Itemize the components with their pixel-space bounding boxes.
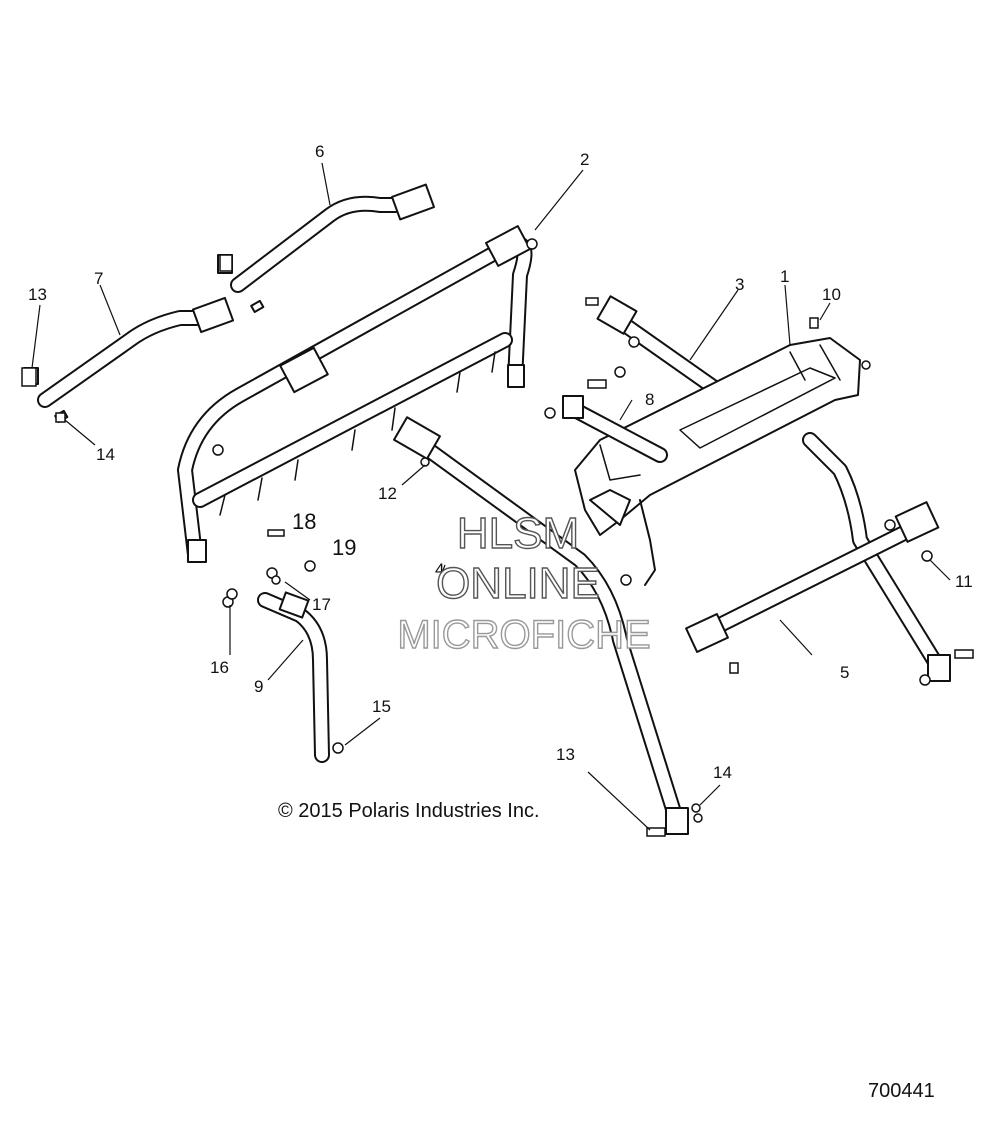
callout-11: 11 bbox=[955, 572, 973, 591]
watermark-line-3: MICROFICHE bbox=[397, 613, 650, 657]
part-4-side-tube bbox=[393, 416, 689, 835]
part-7-grab-bar bbox=[23, 296, 235, 423]
callout-1: 1 bbox=[780, 267, 789, 286]
callout-13b: 13 bbox=[556, 745, 575, 764]
callout-13a: 13 bbox=[28, 285, 47, 304]
part-2-rear-hoop bbox=[177, 225, 538, 563]
callout-3: 3 bbox=[735, 275, 744, 294]
callout-14a: 14 bbox=[96, 445, 115, 464]
callout-17: 17 bbox=[312, 595, 331, 614]
callout-2: 2 bbox=[580, 150, 589, 169]
right-side-tube bbox=[802, 432, 951, 682]
diagram-number: 700441 bbox=[868, 1080, 935, 1102]
leader-lines bbox=[31, 162, 951, 831]
part-1-front-panel bbox=[574, 337, 861, 586]
callout-9: 9 bbox=[254, 677, 263, 696]
watermark-line-2: ONLINE bbox=[436, 559, 600, 608]
hardware bbox=[21, 254, 974, 837]
part-9-side-bar bbox=[257, 591, 330, 763]
callout-16: 16 bbox=[210, 658, 229, 677]
part-8-bracket bbox=[562, 395, 668, 463]
callout-12: 12 bbox=[378, 484, 397, 503]
watermark: HLSM ONLINE MICROFICHE bbox=[397, 508, 652, 657]
callout-6: 6 bbox=[315, 142, 324, 161]
callout-14b: 14 bbox=[713, 763, 732, 782]
watermark-line-1: HLSM bbox=[457, 509, 579, 558]
callout-10: 10 bbox=[822, 285, 841, 304]
callout-labels: 1 2 3 4 5 6 7 8 9 10 11 12 13 13 14 14 1… bbox=[28, 142, 973, 782]
copyright-notice: © 2015 Polaris Industries Inc. bbox=[278, 800, 540, 822]
callout-4: 4 bbox=[435, 560, 444, 579]
callout-5: 5 bbox=[840, 663, 849, 682]
callout-18: 18 bbox=[292, 509, 316, 534]
callout-19: 19 bbox=[332, 535, 356, 560]
part-5-cross-tube bbox=[685, 501, 940, 653]
callout-8: 8 bbox=[645, 390, 654, 409]
callout-15: 15 bbox=[372, 697, 391, 716]
callout-7: 7 bbox=[94, 269, 103, 288]
part-6-grab-bar bbox=[217, 183, 436, 313]
